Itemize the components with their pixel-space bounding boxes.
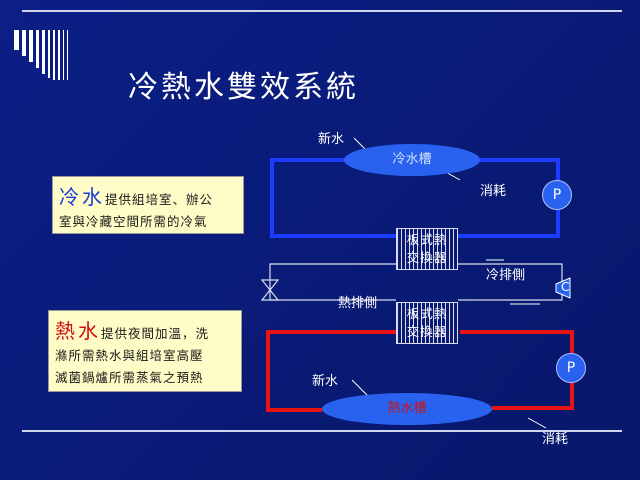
cold-water-tank: 冷水槽 <box>344 144 480 176</box>
cold-exhaust-label: 冷排側 <box>486 268 526 283</box>
fresh-water-label-top: 新水 <box>318 132 345 147</box>
top-divider <box>22 10 622 12</box>
hx-lower-line2: 交換器 <box>406 324 448 339</box>
compressor-shape <box>555 277 571 299</box>
fresh-water-arrow-bottom <box>351 379 369 397</box>
slide-title: 冷熱水雙效系統 <box>128 70 359 105</box>
hot-water-text-3: 滅菌鍋爐所需蒸氣之預熱 <box>55 370 204 385</box>
hot-water-loop <box>266 330 396 412</box>
cold-pump: P <box>542 180 572 210</box>
fresh-water-label-bottom: 新水 <box>312 374 339 389</box>
plate-heat-exchanger-upper: 板式熱交換器 <box>396 228 458 270</box>
consume-label-top: 消耗 <box>480 184 507 199</box>
hot-water-text-2: 滌所需熱水與組培室高壓 <box>55 348 204 363</box>
hot-pump: P <box>556 353 586 383</box>
heat-exhaust-label: 熱排側 <box>338 296 378 311</box>
hot-water-heading: 熱水 <box>55 319 101 343</box>
cold-water-description: 冷水提供組培室、辦公 室與冷藏空間所需的冷氣 <box>52 176 244 234</box>
hot-water-description: 熱水提供夜間加溫，洗 滌所需熱水與組培室高壓 滅菌鍋爐所需蒸氣之預熱 <box>48 310 242 392</box>
cold-water-heading: 冷水 <box>59 185 105 209</box>
compressor-label: C <box>561 280 570 294</box>
hot-water-text-1: 提供夜間加溫，洗 <box>101 326 210 341</box>
plate-heat-exchanger-lower: 板式熱交換器 <box>396 302 458 344</box>
expansion-valve <box>260 279 280 291</box>
hx-lower-line1: 板式熱 <box>406 306 448 321</box>
bottom-divider <box>22 430 622 432</box>
cold-water-text-1: 提供組培室、辦公 <box>105 192 214 207</box>
refrigerant-line-upper <box>269 263 396 301</box>
decorative-stripes <box>14 30 68 80</box>
hx-upper-line2: 交換器 <box>406 250 448 265</box>
hx-upper-line1: 板式熱 <box>406 232 448 247</box>
consume-arrow-bottom <box>527 417 547 429</box>
cold-water-loop <box>270 158 398 238</box>
cold-water-text-2: 室與冷藏空間所需的冷氣 <box>59 214 208 229</box>
consume-label-bottom: 消耗 <box>542 432 569 447</box>
hot-water-tank: 熱水槽 <box>322 393 492 425</box>
